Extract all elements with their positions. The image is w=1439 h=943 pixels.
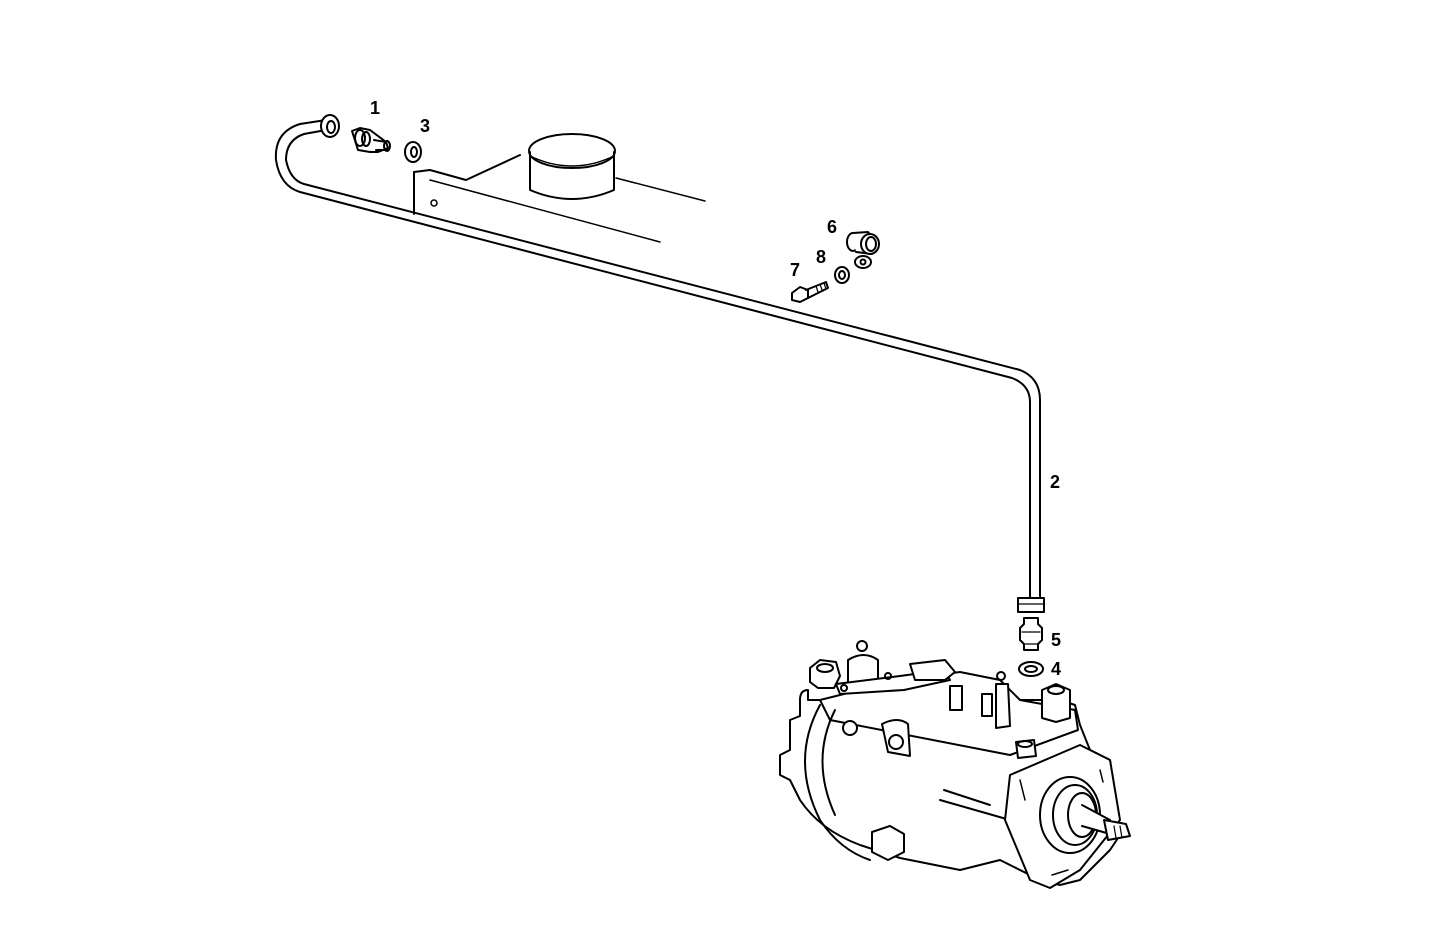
callout-5: 5 <box>1051 630 1062 650</box>
injection-pump <box>779 640 1131 889</box>
part-5-union <box>1019 617 1043 651</box>
callout-3: 3 <box>420 116 431 136</box>
callout-4: 4 <box>1051 659 1062 679</box>
fuel-return-pipe <box>274 114 1045 613</box>
callout-1: 1 <box>370 98 381 118</box>
part-1-union-fitting <box>351 127 391 153</box>
part-3-washer <box>404 141 422 163</box>
callout-7: 7 <box>790 260 801 280</box>
part-6-pipe-clamp <box>846 231 880 269</box>
tank-cap <box>528 133 616 200</box>
callout-6: 6 <box>827 217 838 237</box>
part-7-bolt <box>791 281 829 303</box>
callout-8: 8 <box>816 247 827 267</box>
tank-bracket <box>413 154 706 243</box>
callout-2: 2 <box>1050 472 1061 492</box>
part-4-washer <box>1018 661 1044 677</box>
part-8-washer <box>834 266 850 284</box>
